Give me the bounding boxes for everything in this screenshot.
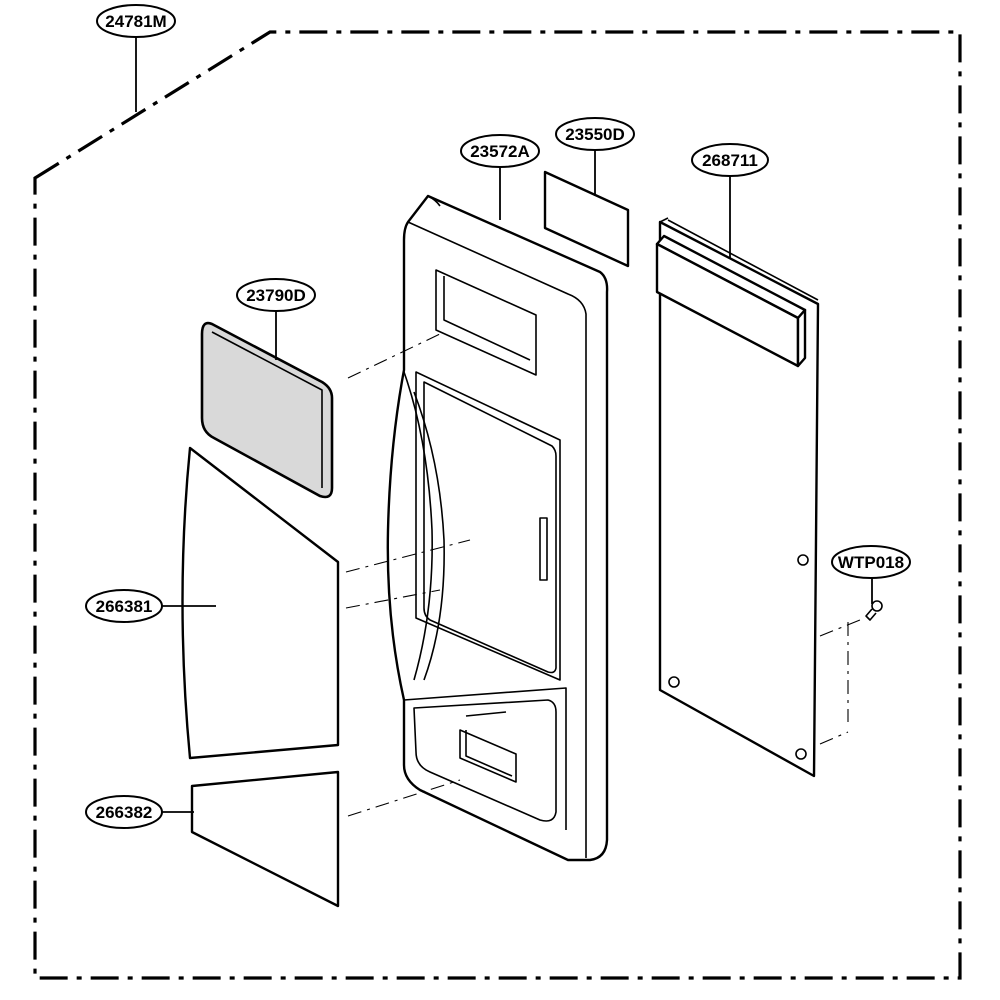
screw-part	[865, 600, 883, 621]
callout-window-insert-label: 23550D	[565, 125, 625, 144]
control-panel-part	[386, 194, 609, 862]
callout-window-insert: 23550D	[555, 117, 635, 151]
callout-lower-panel-sheet: 266382	[85, 795, 163, 829]
callout-screw-label: WTP018	[838, 553, 904, 572]
callout-display-window-label: 23790D	[246, 286, 306, 305]
callout-control-panel-label: 23572A	[470, 142, 530, 161]
callout-pcb-assembly-label: 268711	[702, 151, 758, 170]
callout-assembly-label: 24781M	[105, 12, 166, 31]
assembly-phantom-lines	[345, 333, 861, 817]
callout-screw: WTP018	[831, 545, 911, 579]
pcb-assembly-part	[655, 217, 820, 778]
upper-panel-sheet-part	[181, 446, 340, 760]
display-window-part	[200, 321, 334, 499]
callout-upper-panel-sheet-label: 266381	[96, 597, 153, 616]
window-insert-part	[543, 170, 630, 268]
assembly-boundary	[33, 30, 962, 980]
leader-lines	[135, 37, 873, 813]
callout-control-panel: 23572A	[460, 134, 540, 168]
callout-upper-panel-sheet: 266381	[85, 589, 163, 623]
lower-panel-sheet-part	[190, 770, 340, 908]
callout-assembly: 24781M	[96, 4, 176, 38]
callout-pcb-assembly: 268711	[691, 143, 769, 177]
callout-lower-panel-sheet-label: 266382	[96, 803, 153, 822]
callout-display-window: 23790D	[236, 278, 316, 312]
